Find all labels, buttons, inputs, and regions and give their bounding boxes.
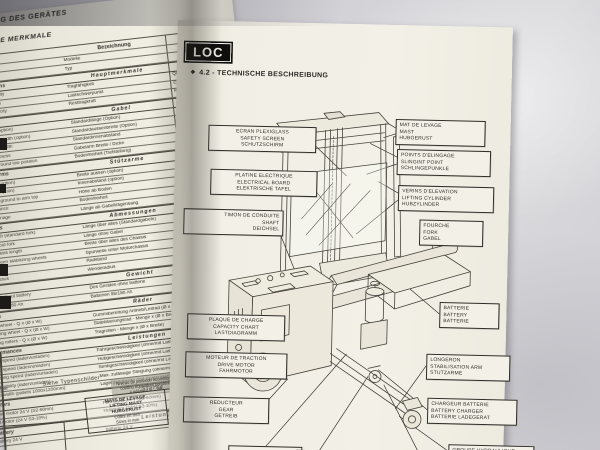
label-line: GABEL <box>423 235 441 243</box>
label-line: SCHUTZSCHIRM <box>240 141 284 149</box>
diagram-label-groupe: GROUPE HYDRAULIQUE <box>448 444 535 450</box>
label-line: HUBZYLINDER <box>401 201 440 209</box>
label-line: LASTDIAGRAMM <box>214 330 258 338</box>
page-edge-tab <box>0 184 6 193</box>
page-edge-tab <box>0 138 7 150</box>
hydraulic-pump-group <box>360 280 388 350</box>
page-edge-tab <box>0 264 8 276</box>
left-page-title: BESCHREIBUNG DES GERÄTES <box>0 7 68 31</box>
cut-label-box <box>227 445 303 450</box>
label-line: ELEKTRISCHE TAFEL <box>236 185 292 193</box>
label-line: GETREIB <box>214 413 238 420</box>
label-line: BATTERIE <box>443 318 469 325</box>
partial-box-outline <box>0 421 68 450</box>
label-line: FAHRMOTOR <box>219 368 253 375</box>
battery-box-group <box>367 254 471 310</box>
stabilizer-arm-group <box>329 348 423 429</box>
label-line: SCHLINGEPUNKLE <box>400 165 450 173</box>
label-line: HUBGERUST <box>399 135 433 142</box>
page-edge-tab <box>0 296 11 309</box>
label-line: BATTERIE LADEGERAT <box>430 414 491 422</box>
right-page: LOC ◆4.2 - TECHNISCHE BESCHREIBUNG <box>167 20 535 450</box>
left-page-subtitle: TECHNISCHE MERKMALE <box>0 31 53 50</box>
label-line: DEICHSEL <box>252 225 280 233</box>
label-line: STUTZARME <box>429 369 463 377</box>
